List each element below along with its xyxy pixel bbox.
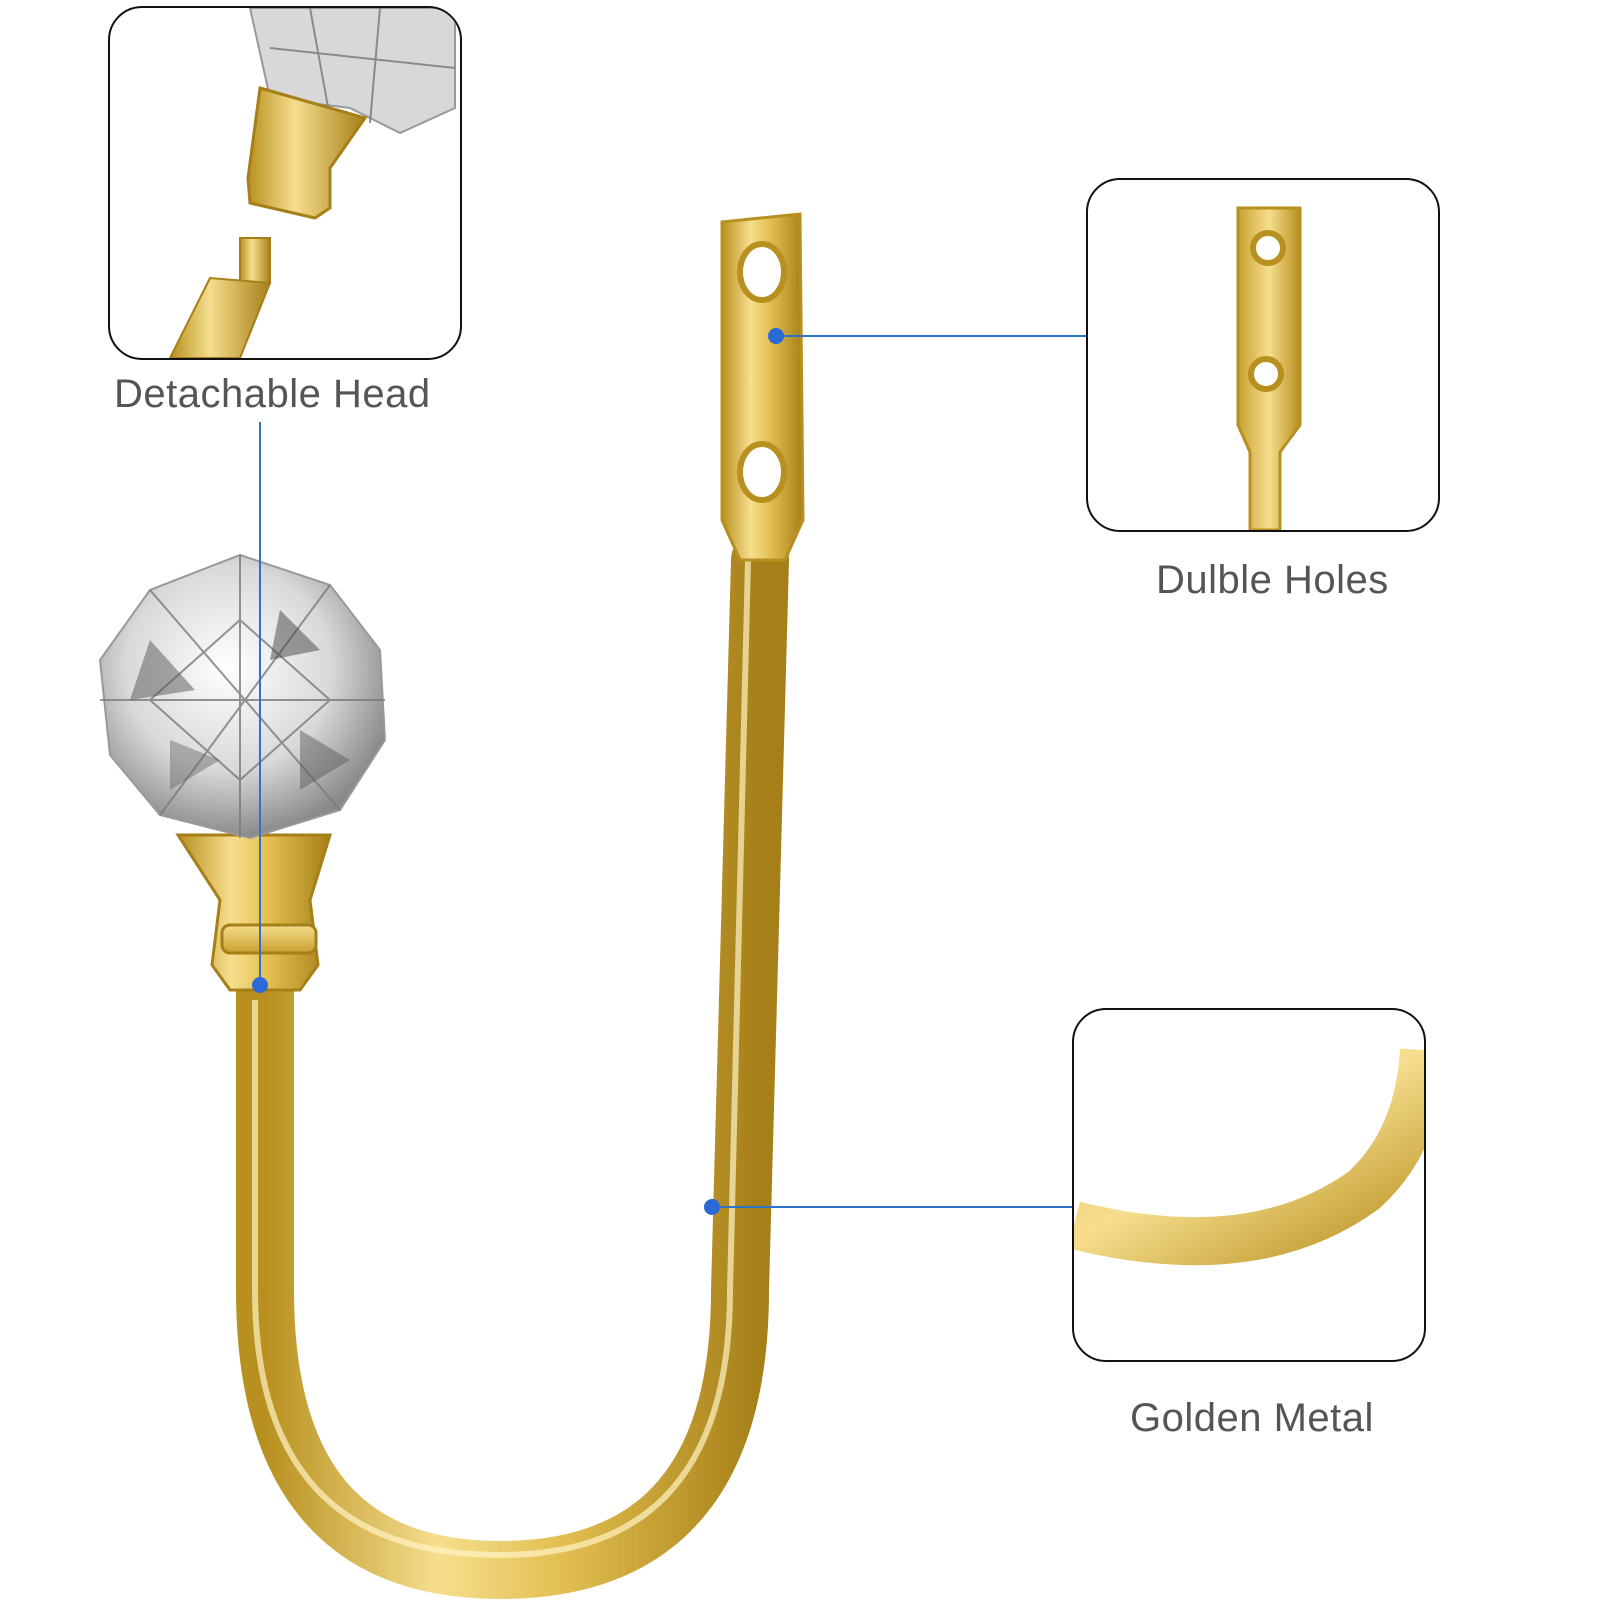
golden-metal-panel: [1072, 1008, 1426, 1362]
hook-rod: [236, 531, 789, 1600]
detail-hole-bottom: [1248, 356, 1284, 392]
crystal-ball: [98, 553, 387, 840]
double-holes-detail-image: [1236, 206, 1302, 530]
double-holes-panel: [1086, 178, 1440, 532]
detail-hole-top: [1250, 230, 1286, 266]
detachable-head-panel: [108, 6, 462, 360]
golden-metal-label: Golden Metal: [1130, 1396, 1374, 1440]
callout-dot-metal: [704, 1199, 720, 1215]
callout-dot-head: [252, 977, 268, 993]
callout-dot-holes: [768, 328, 784, 344]
detachable-head-detail-image: [168, 8, 456, 358]
crystal-collar: [175, 833, 333, 992]
golden-metal-detail-image: [1074, 1048, 1424, 1266]
screw-hole-bottom: [737, 441, 787, 503]
screw-hole-top: [737, 241, 787, 303]
detachable-head-label: Detachable Head: [114, 372, 431, 416]
double-holes-label: Dulble Holes: [1156, 558, 1389, 602]
